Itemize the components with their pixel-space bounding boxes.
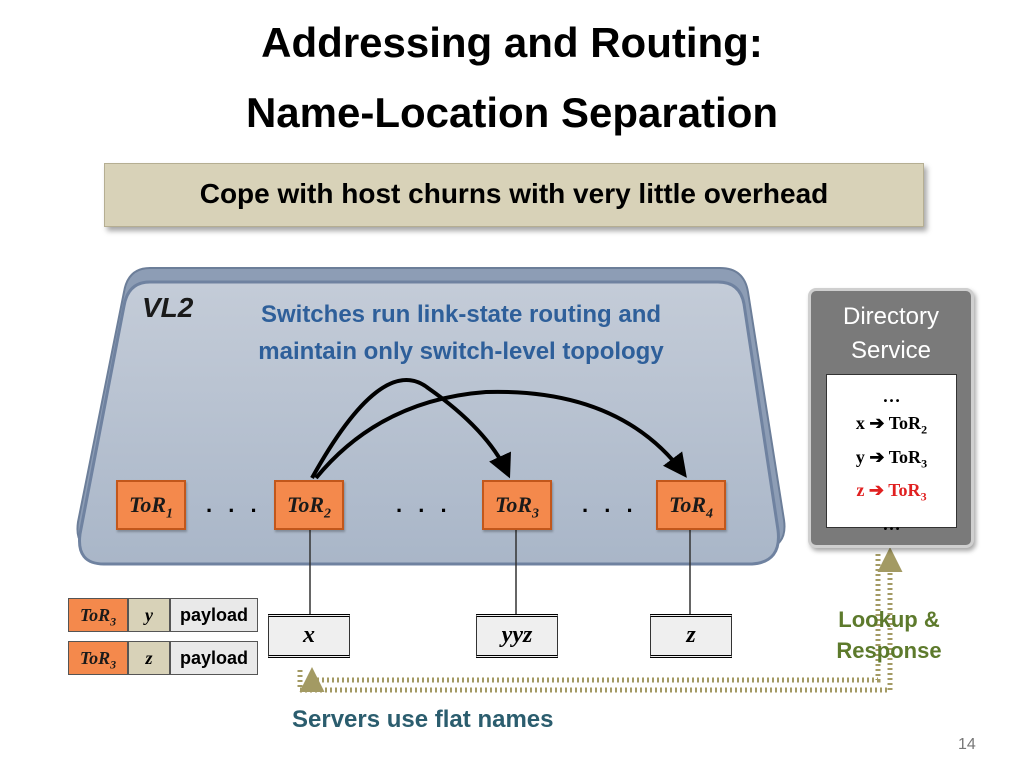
lookup-path bbox=[297, 547, 903, 693]
packet-name-header: z bbox=[128, 641, 170, 675]
route-tor2-to-tor4 bbox=[314, 389, 687, 480]
packet-z: ToR3 z payload bbox=[68, 641, 258, 675]
tor-switch-4: ToR4 bbox=[656, 480, 726, 530]
tor-switch-3: ToR3 bbox=[482, 480, 552, 530]
packet-y: ToR3 y payload bbox=[68, 598, 258, 632]
packet-tor-header: ToR3 bbox=[68, 641, 128, 675]
directory-row-ellipsis: … bbox=[882, 386, 901, 406]
arrow-icon: ➔ bbox=[869, 446, 885, 467]
directory-row-z: z ➔ ToR3 bbox=[856, 480, 927, 504]
ellipsis: . . . bbox=[206, 492, 262, 517]
directory-mapping-table: … x ➔ ToR2 y ➔ ToR3 z ➔ ToR3 … bbox=[826, 374, 957, 534]
packet-payload: payload bbox=[170, 598, 258, 632]
server-z: z bbox=[650, 614, 732, 658]
tor-switch-1: ToR1 bbox=[116, 480, 186, 530]
server-x: x bbox=[268, 614, 350, 658]
vl2-label: VL2 bbox=[142, 292, 194, 323]
route-tor2-to-tor3 bbox=[310, 378, 511, 479]
switch-routing-note: Switches run link-state routing and main… bbox=[258, 301, 664, 365]
arrow-icon: ➔ bbox=[869, 413, 885, 433]
slide-title-line2: Name-Location Separation bbox=[245, 89, 779, 136]
ellipsis: . . . bbox=[396, 492, 452, 517]
packet-name-header: y bbox=[128, 598, 170, 632]
directory-row-ellipsis: … bbox=[882, 513, 901, 534]
vl2-cloud bbox=[78, 280, 780, 566]
slide-title-line1: Addressing and Routing: bbox=[261, 19, 763, 66]
directory-row-y: y ➔ ToR3 bbox=[855, 446, 928, 471]
ellipsis: . . . bbox=[582, 492, 638, 517]
server-yyz: yyz bbox=[476, 614, 558, 658]
lookup-response-label: Lookup & Response bbox=[836, 607, 942, 663]
directory-service-title: Directory Service bbox=[842, 303, 939, 364]
packet-payload: payload bbox=[170, 641, 258, 675]
page-number: 14 bbox=[958, 736, 976, 753]
directory-row-x: x ➔ ToR2 bbox=[855, 413, 928, 437]
packet-tor-header: ToR3 bbox=[68, 598, 128, 632]
flat-names-caption: Servers use flat names bbox=[292, 706, 554, 733]
arrow-icon: ➔ bbox=[868, 480, 885, 501]
tor-switch-2: ToR2 bbox=[274, 480, 344, 530]
response-path bbox=[299, 554, 881, 692]
callout-banner: Cope with host churns with very little o… bbox=[104, 163, 924, 227]
